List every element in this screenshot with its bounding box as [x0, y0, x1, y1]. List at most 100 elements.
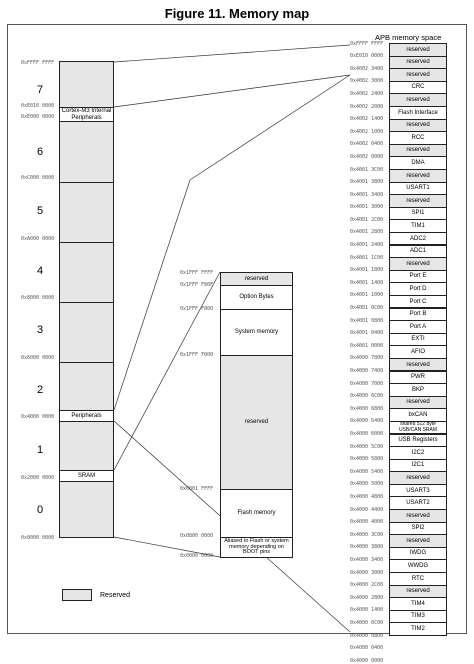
apb-address: 0x4001 1000 — [350, 292, 384, 299]
apb-block: bxCAN — [389, 408, 447, 422]
region-number: 0 — [37, 504, 44, 516]
apb-address: 0x4002 1400 — [350, 116, 384, 123]
apb-block: reserved — [389, 143, 447, 158]
apb-address: 0x4000 5400 — [350, 468, 384, 475]
apb-address: 0x4001 3800 — [350, 179, 384, 186]
apb-block: ADC1 — [389, 244, 447, 259]
region-number: 4 — [37, 265, 44, 277]
apb-top-address: 0xFFFF FFFF — [350, 41, 384, 47]
apb-address: 0x4000 0C00 — [350, 619, 384, 626]
apb-address: 0x4000 4000 — [350, 519, 384, 526]
code-block: Option Bytes — [220, 285, 293, 310]
main-block: Cortex-M3 Internal Peripherals — [59, 107, 114, 122]
apb-block: reserved — [389, 118, 447, 133]
code-block: Aliased to Flash or system memory depend… — [220, 537, 293, 558]
apb-address: 0x4001 0C00 — [350, 305, 384, 311]
connector-lines — [113, 44, 351, 633]
figure-title: Figure 11. Memory map — [164, 6, 310, 21]
main-address: 0x4000 0000 — [21, 414, 55, 420]
apb-block: RCC — [389, 131, 447, 145]
main-block — [59, 362, 114, 411]
apb-block: Port D — [389, 282, 447, 296]
apb-address: 0x4002 3400 — [350, 65, 384, 72]
apb-address: 0x4000 3C00 — [350, 531, 384, 538]
main-top-address: 0xFFFF FFFF — [21, 60, 55, 66]
apb-address: 0x4001 3000 — [350, 204, 384, 211]
apb-address: 0x4001 3400 — [350, 191, 384, 198]
code-address: 0x0801 FFFF — [180, 486, 214, 492]
legend-swatch — [62, 589, 92, 601]
apb-address: 0x4001 0000 — [350, 342, 384, 349]
apb-block: reserved — [389, 93, 447, 107]
apb-address: 0x4000 3000 — [350, 569, 384, 576]
main-address: 0x0000 0000 — [21, 535, 55, 541]
apb-address: 0x4000 7400 — [350, 368, 384, 374]
region-number: 1 — [37, 444, 44, 456]
apb-block: Port C — [389, 294, 447, 309]
apb-address: 0x4000 6400 — [350, 418, 384, 425]
code-address: 0x0000 0000 — [180, 553, 214, 559]
main-address: 0x8000 0000 — [21, 295, 55, 301]
apb-block: reserved — [389, 509, 447, 523]
code-block: Flash memory — [220, 489, 293, 538]
apb-block: Port A — [389, 320, 447, 334]
region-number: 7 — [37, 84, 44, 96]
apb-address: 0x4000 7800 — [350, 355, 384, 362]
apb-address: 0x4000 6000 — [350, 431, 384, 437]
apb-block: USART2 — [389, 496, 447, 510]
apb-block: TIM1 — [389, 219, 447, 233]
apb-block: DMA — [389, 156, 447, 170]
apb-block: IWDG — [389, 546, 447, 561]
apb-block: RTC — [389, 572, 447, 586]
apb-address: 0x4000 3800 — [350, 544, 384, 551]
apb-address: 0x4002 0000 — [350, 153, 384, 160]
main-block — [59, 121, 114, 183]
apb-address: 0x4001 2400 — [350, 242, 384, 248]
apb-block: reserved — [389, 68, 447, 82]
apb-block: Flash Interface — [389, 106, 447, 120]
apb-address: 0x4002 2000 — [350, 103, 384, 110]
main-address: 0xE000 0000 — [21, 114, 55, 120]
apb-address: 0x4002 3000 — [350, 78, 384, 85]
apb-address: 0x4000 0000 — [350, 657, 384, 664]
apb-block: reserved — [389, 257, 447, 271]
code-address: 0x1FFF F800 — [180, 306, 214, 312]
code-block: System memory — [220, 309, 293, 356]
apb-address: 0x4000 5C00 — [350, 443, 384, 450]
apb-address: 0x4001 3C00 — [350, 166, 384, 173]
main-block — [59, 481, 114, 538]
apb-address: 0x4000 0400 — [350, 645, 384, 652]
apb-block: ADC2 — [389, 231, 447, 246]
legend-label: Reserved — [100, 592, 130, 599]
apb-address: 0x4001 1C00 — [350, 254, 384, 261]
figure-frame — [7, 24, 467, 634]
apb-block: WWDG — [389, 559, 447, 573]
apb-address: 0x4002 2400 — [350, 90, 384, 97]
apb-block: reserved — [389, 55, 447, 70]
apb-block: reserved — [389, 584, 447, 599]
apb-block: SPI2 — [389, 521, 447, 536]
apb-address: 0x4000 2800 — [350, 594, 384, 601]
code-address: 0x1FFF F80F — [180, 282, 214, 288]
apb-address: 0x4001 2C00 — [350, 216, 384, 223]
apb-address: 0x4000 5000 — [350, 481, 384, 488]
apb-title: APB memory space — [375, 33, 442, 42]
apb-address: 0x4001 1800 — [350, 267, 384, 274]
apb-block: reserved — [389, 534, 447, 548]
region-number: 2 — [37, 384, 44, 396]
apb-block: AFIO — [389, 345, 447, 359]
apb-address: 0x4001 0800 — [350, 317, 384, 324]
apb-address: 0x4000 2C00 — [350, 582, 384, 589]
main-block — [59, 242, 114, 303]
main-address: 0x2000 0000 — [21, 475, 55, 481]
apb-address: 0x4000 7000 — [350, 380, 384, 387]
apb-block: reserved — [389, 43, 447, 57]
apb-address: 0x4000 1400 — [350, 607, 384, 614]
main-address: 0xA000 0000 — [21, 236, 55, 242]
apb-address: 0x4000 0800 — [350, 632, 384, 639]
main-block — [59, 421, 114, 471]
code-block: reserved — [220, 272, 293, 286]
code-address: 0x1FFF F000 — [180, 352, 214, 358]
apb-block: PWR — [389, 370, 447, 385]
apb-block: EXTI — [389, 332, 447, 347]
